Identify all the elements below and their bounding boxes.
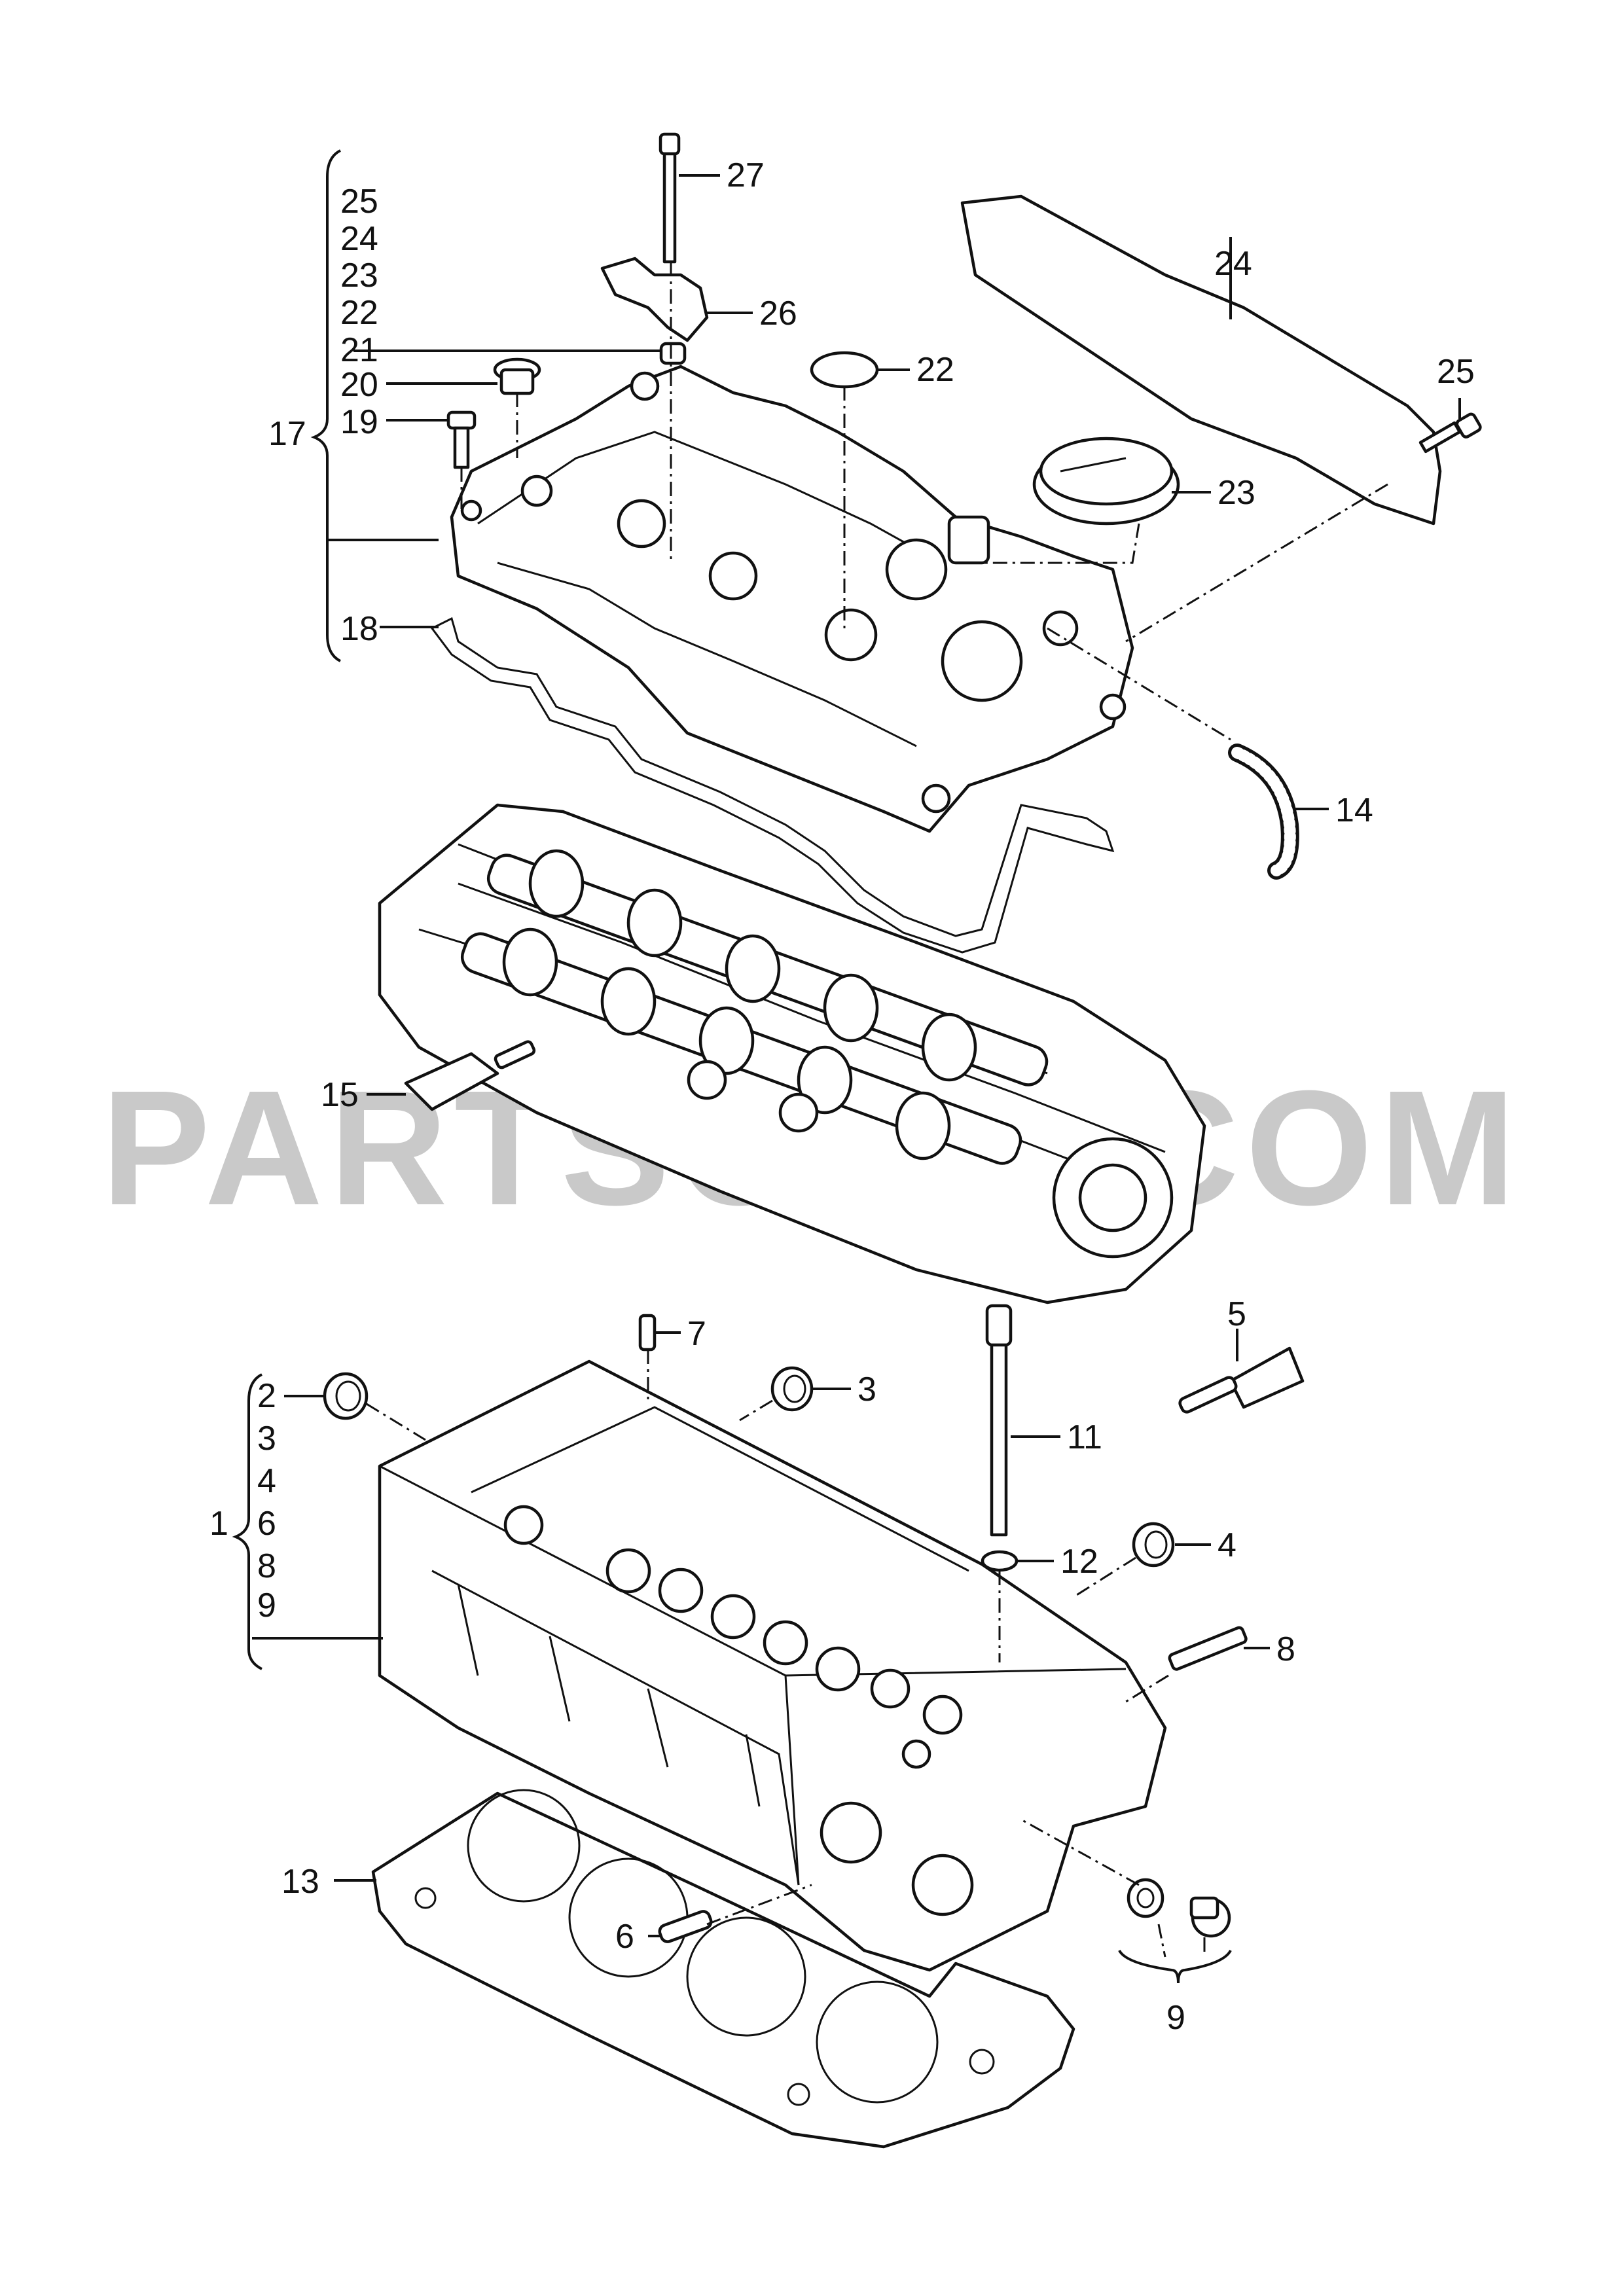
callout-14: 14 bbox=[1335, 791, 1373, 829]
callout-3: 3 bbox=[857, 1371, 876, 1408]
plug-9 bbox=[1127, 1878, 1231, 1938]
cover-24 bbox=[960, 194, 1442, 526]
screw-25 bbox=[1418, 412, 1482, 454]
callout-27: 27 bbox=[727, 156, 765, 194]
callout-19: 19 bbox=[340, 403, 378, 441]
bracket-26 bbox=[600, 257, 709, 342]
callout-5: 5 bbox=[1227, 1295, 1246, 1333]
cylinder-head bbox=[378, 1359, 1167, 1972]
plug-3 bbox=[770, 1366, 814, 1412]
callout-22-list: 22 bbox=[340, 294, 378, 332]
oil-cap-23 bbox=[1032, 437, 1180, 526]
callout-8: 8 bbox=[1276, 1630, 1295, 1668]
callout-4: 4 bbox=[1218, 1526, 1236, 1564]
callout-labels: 25 24 23 22 21 20 19 17 18 27 26 22 23 2… bbox=[209, 156, 1475, 2037]
callout-24-list: 24 bbox=[340, 220, 378, 258]
callout-2: 2 bbox=[257, 1377, 276, 1415]
camshafts bbox=[460, 849, 1049, 1165]
plug-4 bbox=[1132, 1522, 1175, 1568]
callout-25-list: 25 bbox=[340, 183, 378, 221]
callout-6: 6 bbox=[615, 1918, 634, 1956]
callout-15: 15 bbox=[321, 1076, 359, 1114]
stud-8 bbox=[1168, 1626, 1248, 1671]
valve-cover bbox=[450, 365, 1134, 833]
callout-17: 17 bbox=[268, 415, 306, 453]
callout-4-list: 4 bbox=[257, 1462, 276, 1500]
callout-24: 24 bbox=[1214, 245, 1252, 283]
grommet-22 bbox=[810, 351, 879, 389]
callout-6-list: 6 bbox=[257, 1505, 276, 1543]
callout-9-list: 9 bbox=[257, 1587, 276, 1624]
sealant-tube-15 bbox=[404, 1040, 536, 1111]
dowel-7 bbox=[638, 1314, 657, 1352]
callout-8-list: 8 bbox=[257, 1547, 276, 1585]
camshaft-carrier bbox=[378, 803, 1206, 1304]
callout-25: 25 bbox=[1437, 353, 1475, 391]
leader-lines bbox=[232, 149, 1461, 1984]
callout-11: 11 bbox=[1067, 1418, 1102, 1456]
seal-21 bbox=[659, 342, 687, 365]
washer-12 bbox=[981, 1550, 1019, 1572]
callout-23: 23 bbox=[1218, 474, 1255, 512]
callout-20: 20 bbox=[340, 366, 378, 404]
callout-26: 26 bbox=[759, 295, 797, 332]
plug-2 bbox=[323, 1372, 369, 1420]
plug-20 bbox=[493, 357, 541, 395]
callout-22: 22 bbox=[916, 351, 954, 389]
callout-1: 1 bbox=[209, 1505, 228, 1543]
callout-12: 12 bbox=[1060, 1543, 1098, 1581]
callout-18: 18 bbox=[340, 610, 378, 648]
head-bolt-11 bbox=[985, 1304, 1013, 1537]
callout-9: 9 bbox=[1166, 1999, 1185, 2037]
callout-7: 7 bbox=[687, 1315, 706, 1353]
callout-21: 21 bbox=[340, 331, 378, 369]
sealant-tube-5 bbox=[1178, 1346, 1305, 1414]
cover-gasket bbox=[430, 617, 1115, 954]
screw-19 bbox=[446, 410, 477, 469]
callout-23-list: 23 bbox=[340, 257, 378, 295]
bolt-27 bbox=[659, 132, 681, 264]
callout-13: 13 bbox=[281, 1863, 319, 1901]
callout-3-list: 3 bbox=[257, 1420, 276, 1458]
